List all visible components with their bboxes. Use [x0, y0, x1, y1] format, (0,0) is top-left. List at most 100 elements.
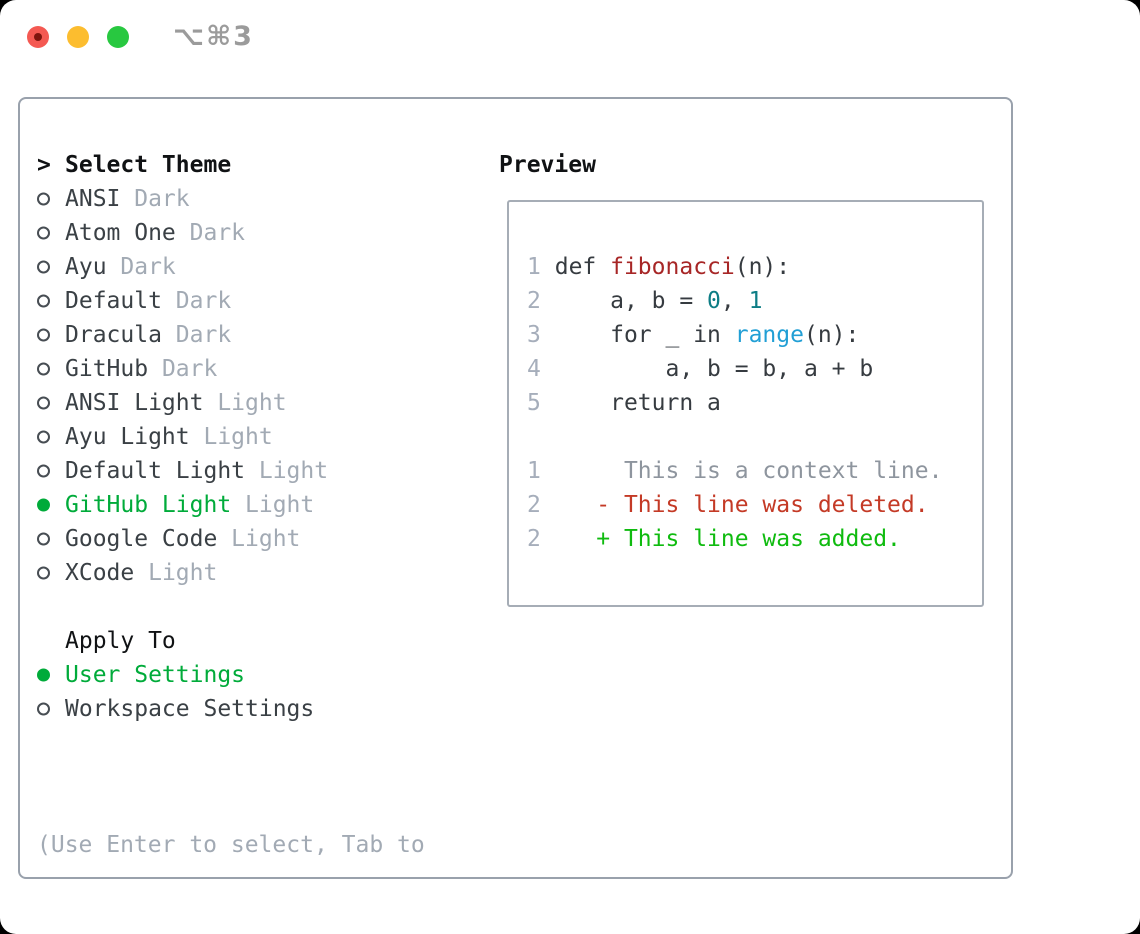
code-segment: This is a context line. [554, 458, 943, 484]
variant-tag: Light [148, 560, 218, 586]
theme-option[interactable]: XCode Light [37, 556, 425, 590]
window-shortcut-label: ⌥⌘3 [173, 21, 254, 52]
radio-icon [37, 192, 50, 206]
theme-option[interactable]: GitHub Light Light [37, 488, 425, 522]
option-label: GitHub Light [65, 492, 232, 518]
radio-icon [37, 430, 50, 444]
theme-option[interactable]: Atom One Dark [37, 216, 425, 250]
close-button[interactable] [27, 26, 49, 48]
line-number: 5 [527, 390, 541, 416]
code-line: 5 return a [527, 386, 982, 420]
variant-tag: Light [203, 424, 273, 450]
option-label: Google Code [65, 526, 218, 552]
apply-to-option[interactable]: User Settings [37, 658, 425, 692]
hint-text: (Use Enter to select, Tab to change focu… [37, 760, 425, 934]
option-label: GitHub [65, 356, 149, 382]
variant-tag: Dark [161, 356, 218, 382]
radio-icon [37, 702, 50, 716]
variant-tag: Dark [120, 254, 176, 280]
variant-tag: Dark [175, 322, 232, 348]
code-segment: 1 [748, 288, 763, 314]
hint-line: (Use Enter to select, Tab to [37, 832, 425, 858]
variant-tag: Dark [189, 220, 246, 246]
code-line [527, 420, 982, 454]
hint-line: change focus) [37, 930, 425, 934]
radio-icon [37, 328, 50, 342]
radio-selected-icon [37, 668, 50, 682]
code-line: 2 a, b = 0, 1 [527, 284, 982, 318]
option-label: Ayu [65, 254, 107, 280]
code-line: 2 + This line was added. [527, 522, 982, 556]
radio-icon [37, 226, 50, 240]
option-label: ANSI Light [65, 390, 204, 416]
radio-icon [37, 294, 50, 308]
variant-tag: Light [258, 458, 329, 484]
selection-caret: > [37, 152, 51, 178]
radio-icon [37, 396, 50, 410]
theme-option[interactable]: ANSI Light Light [37, 386, 425, 420]
theme-option[interactable]: GitHub Dark [37, 352, 425, 386]
apply-to-header: Apply To [37, 624, 425, 658]
theme-option[interactable]: Default Dark [37, 284, 425, 318]
line-number: 1 [527, 254, 541, 280]
code-segment: a, b = b, a + b [554, 356, 874, 382]
code-line: 2 - This line was deleted. [527, 488, 982, 522]
radio-icon [37, 362, 50, 376]
maximize-button[interactable] [107, 26, 129, 48]
code-line: 1 This is a context line. [527, 454, 982, 488]
line-number: 2 [527, 288, 541, 314]
select-theme-header: > Select Theme [37, 148, 425, 182]
theme-option[interactable]: Ayu Dark [37, 250, 425, 284]
variant-tag: Light [245, 492, 315, 518]
option-label: Default Light [65, 458, 246, 484]
theme-option[interactable]: Google Code Light [37, 522, 425, 556]
code-line: 4 a, b = b, a + b [527, 352, 982, 386]
variant-tag: Light [231, 526, 301, 552]
line-number: 4 [527, 356, 541, 382]
spacer [37, 726, 425, 760]
code-segment: fibonacci [610, 254, 735, 280]
code-segment: def [554, 254, 611, 280]
preview-title: Preview [499, 152, 596, 178]
option-label: Atom One [65, 220, 176, 246]
variant-tag: Dark [175, 288, 232, 314]
radio-icon [37, 260, 50, 274]
theme-option[interactable]: Ayu Light Light [37, 420, 425, 454]
variant-tag: Light [217, 390, 287, 416]
option-label: XCode [65, 560, 135, 586]
code-segment: 0 [707, 288, 721, 314]
radio-selected-icon [37, 498, 50, 512]
option-label: Default [65, 288, 162, 314]
code-segment: + This line was added. [554, 526, 901, 552]
spacer [37, 590, 425, 624]
option-label: Ayu Light [65, 424, 190, 450]
line-number: 2 [527, 526, 541, 552]
line-number: 1 [527, 458, 541, 484]
titlebar: ⌥⌘3 [27, 21, 254, 52]
code-segment: a, b = [554, 288, 708, 314]
code-segment: (n): [734, 254, 791, 280]
code-line: 3 for _ in range(n): [527, 318, 982, 352]
theme-option[interactable]: Default Light Light [37, 454, 425, 488]
close-button-dot-icon [34, 33, 42, 41]
option-label: Workspace Settings [65, 696, 315, 722]
line-number: 2 [527, 492, 541, 518]
code-segment: , [720, 288, 749, 314]
variant-tag: Dark [134, 186, 190, 212]
radio-icon [37, 464, 50, 478]
select-theme-title: Select Theme [65, 152, 232, 178]
radio-icon [37, 566, 50, 580]
code-segment: (n): [803, 322, 860, 348]
radio-icon [37, 532, 50, 546]
code-line: 1 def fibonacci(n): [527, 250, 982, 284]
minimize-button[interactable] [67, 26, 89, 48]
apply-to-option[interactable]: Workspace Settings [37, 692, 425, 726]
